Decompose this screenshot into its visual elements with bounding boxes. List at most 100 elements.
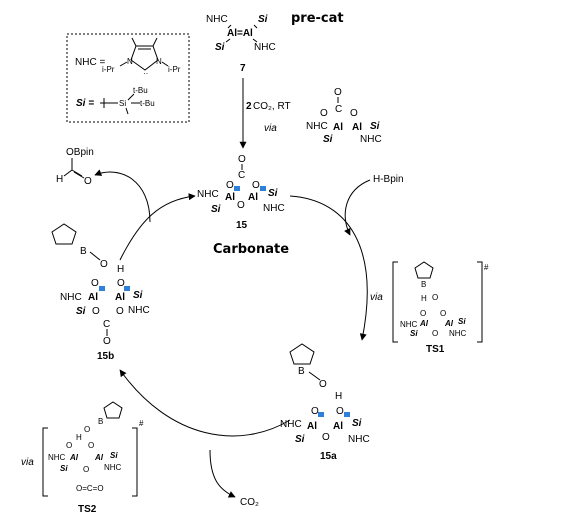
transition-state-1: via # B H O O O NHC Al Al Si Si O NHC TS… bbox=[370, 261, 489, 355]
svg-text:NHC: NHC bbox=[60, 292, 82, 303]
svg-text:OBpin: OBpin bbox=[66, 147, 94, 158]
svg-text:B: B bbox=[80, 246, 87, 257]
svg-text:#: # bbox=[484, 263, 489, 272]
precat-label: 7 bbox=[240, 63, 246, 74]
svg-text:O: O bbox=[100, 259, 108, 270]
precat-nhc-top: NHC bbox=[206, 14, 228, 25]
hbpin-reagent: H-Bpin bbox=[373, 174, 404, 185]
svg-text:Al: Al bbox=[444, 319, 454, 328]
svg-text:O: O bbox=[237, 200, 245, 211]
product-release-arrow bbox=[94, 169, 151, 223]
precat-si-bottom: Si bbox=[215, 42, 225, 53]
svg-text:O: O bbox=[92, 306, 100, 317]
svg-text:O: O bbox=[350, 108, 358, 119]
svg-text:Si: Si bbox=[370, 121, 380, 132]
compound-15-label: 15 bbox=[236, 220, 248, 231]
svg-text:NHC: NHC bbox=[280, 419, 302, 430]
svg-text:O: O bbox=[91, 278, 99, 289]
svg-text:NHC: NHC bbox=[104, 463, 122, 472]
nhc-n1: N bbox=[127, 57, 133, 66]
svg-text:O: O bbox=[320, 108, 328, 119]
wedge-flag bbox=[318, 412, 324, 417]
svg-text:C: C bbox=[238, 170, 245, 181]
activation-reagent: CO₂, RT bbox=[253, 101, 291, 112]
svg-text:Si: Si bbox=[410, 329, 418, 338]
svg-text:O: O bbox=[116, 306, 124, 317]
ts2-label: TS2 bbox=[78, 504, 97, 515]
svg-text:Al: Al bbox=[115, 292, 125, 303]
ts2-via: via bbox=[21, 457, 34, 468]
svg-text:NHC: NHC bbox=[128, 305, 150, 316]
co2-release-arrow bbox=[209, 449, 236, 498]
co2-adduct-intermediate: O C O O NHC Al Al Si Si NHC bbox=[306, 87, 382, 145]
svg-text:Al: Al bbox=[307, 421, 317, 432]
svg-text:B: B bbox=[98, 417, 103, 426]
svg-text:O: O bbox=[117, 278, 125, 289]
svg-text:H: H bbox=[76, 433, 82, 442]
svg-text:O: O bbox=[88, 441, 94, 450]
svg-text:#: # bbox=[139, 419, 144, 428]
wedge-flag bbox=[234, 186, 240, 191]
svg-text:Si: Si bbox=[268, 188, 278, 199]
svg-text:O: O bbox=[84, 425, 90, 434]
svg-text:O: O bbox=[103, 336, 111, 347]
compound-15: O C O O NHC Al Al Si Si O NHC 15 Carbona… bbox=[197, 154, 289, 257]
svg-text:O: O bbox=[226, 180, 234, 191]
tbu-lower: t-Bu bbox=[140, 99, 155, 108]
svg-text:Al: Al bbox=[69, 453, 79, 462]
svg-text:B: B bbox=[421, 280, 426, 289]
svg-text:Si: Si bbox=[323, 134, 333, 145]
svg-text:O: O bbox=[336, 406, 344, 417]
svg-text:O: O bbox=[66, 441, 72, 450]
svg-text:O: O bbox=[238, 154, 246, 165]
wedge-flag bbox=[344, 412, 350, 417]
transition-state-2: via # B O H O O NHC Al Al Si Si O NHC O=… bbox=[21, 401, 144, 515]
svg-text:Si: Si bbox=[133, 290, 143, 301]
ts1-via: via bbox=[370, 292, 383, 303]
svg-text:O: O bbox=[334, 87, 342, 98]
svg-text:O=C=O: O=C=O bbox=[76, 484, 104, 493]
svg-text:H: H bbox=[56, 174, 63, 185]
svg-text:O: O bbox=[420, 309, 426, 318]
compound-15b-label: 15b bbox=[97, 351, 114, 362]
svg-text:NHC: NHC bbox=[449, 329, 467, 338]
tbu-upper: t-Bu bbox=[133, 86, 148, 95]
svg-text:Al: Al bbox=[248, 192, 258, 203]
compound-15a-label: 15a bbox=[320, 451, 337, 462]
svg-text:C: C bbox=[335, 104, 342, 115]
silyl-si-atom: Si bbox=[119, 99, 126, 108]
wedge-flag bbox=[260, 186, 266, 191]
legend-border bbox=[66, 33, 190, 123]
wedge-flag bbox=[124, 286, 130, 291]
compound-15b: B O H O O NHC Al Al Si Si O O NHC C O 15… bbox=[51, 223, 150, 362]
isopropyl-right: i-Pr bbox=[168, 65, 181, 74]
svg-text:O: O bbox=[84, 176, 92, 187]
svg-text:NHC: NHC bbox=[360, 134, 382, 145]
precat-alal: Al=Al bbox=[227, 28, 253, 39]
si-definition-label: Si = bbox=[76, 98, 94, 109]
formate-product: OBpin H O bbox=[56, 147, 94, 187]
cycle-arrow-bottom bbox=[119, 369, 291, 437]
co2-equivalents: 2 bbox=[246, 101, 252, 112]
svg-text:H: H bbox=[335, 391, 342, 402]
precatalyst-7: pre-cat NHC Si Al=Al Si NHC 7 bbox=[206, 11, 344, 74]
svg-text:Si: Si bbox=[110, 451, 118, 460]
nhc-n2: N bbox=[156, 57, 162, 66]
svg-text:H: H bbox=[117, 264, 124, 275]
svg-text:Al: Al bbox=[352, 122, 362, 133]
svg-text:NHC: NHC bbox=[400, 320, 418, 329]
svg-text:O: O bbox=[440, 309, 446, 318]
precat-nhc-bottom: NHC bbox=[254, 42, 276, 53]
svg-text:Si: Si bbox=[76, 306, 86, 317]
compound-15a: B O H O O NHC Al Al Si Si O NHC 15a bbox=[280, 343, 370, 462]
svg-text:Al: Al bbox=[94, 453, 104, 462]
svg-text:O: O bbox=[319, 379, 327, 390]
cycle-arrow-right bbox=[289, 195, 368, 341]
svg-text:O: O bbox=[322, 432, 330, 443]
svg-text:Al: Al bbox=[419, 319, 429, 328]
svg-text:O: O bbox=[432, 293, 438, 302]
svg-text:Si: Si bbox=[60, 464, 68, 473]
svg-text:O: O bbox=[252, 180, 260, 191]
